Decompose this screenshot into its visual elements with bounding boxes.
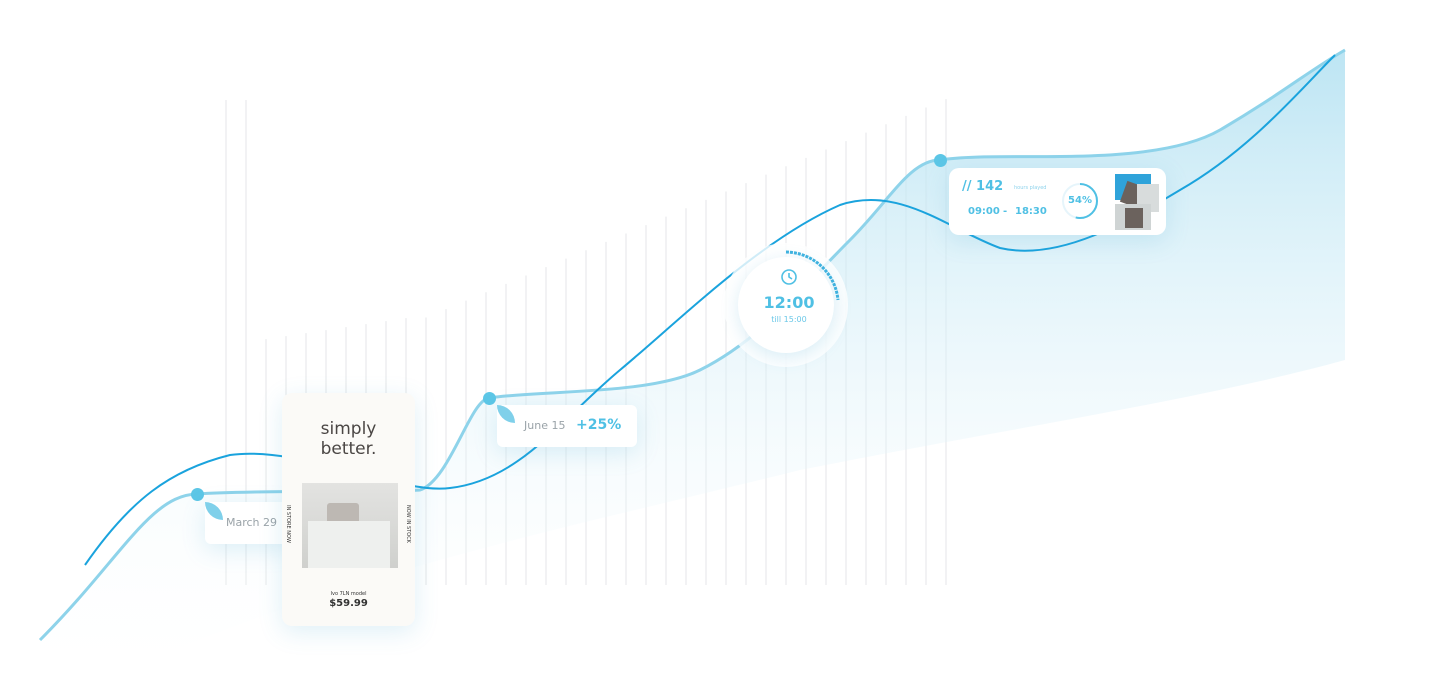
headline-line-2: better. <box>320 439 377 459</box>
product-image <box>302 483 398 568</box>
hours-label: hours played <box>1014 185 1047 191</box>
end-time: 18:30 <box>1015 206 1047 217</box>
toaster-bread <box>327 503 359 525</box>
clock-until: till 15:00 <box>771 315 807 324</box>
product-headline: simply better. <box>282 419 415 459</box>
side-text-right: NOW IN STOCK <box>405 505 411 543</box>
stats-card[interactable]: // 142 hours played 09:00 - 18:30 54% <box>949 168 1166 235</box>
data-point-march[interactable] <box>191 488 204 501</box>
headline-line-1: simply <box>320 419 377 439</box>
product-card[interactable]: simply better. IN STORE NOW NOW IN STOCK… <box>282 393 415 626</box>
march-date: March 29 <box>226 516 278 529</box>
time-separator: - <box>1003 206 1008 217</box>
leaf-icon <box>205 502 223 520</box>
toaster-body <box>308 521 390 568</box>
thumbnail-images <box>1115 174 1159 230</box>
leaf-icon <box>497 405 515 423</box>
progress-label: 54% <box>1068 195 1092 206</box>
june-change: +25% <box>576 417 622 433</box>
growth-band <box>40 50 1345 689</box>
progress-ring-fill <box>1062 183 1098 219</box>
june-card: June 15 +25% <box>497 405 637 447</box>
data-point-june[interactable] <box>483 392 496 405</box>
product-price: $59.99 <box>329 598 368 609</box>
clock-ring <box>724 243 848 367</box>
clock-card: 12:00 till 15:00 <box>724 243 848 367</box>
hours-count: // 142 <box>962 179 1004 194</box>
growth-band-edge <box>38 48 1346 642</box>
side-text-left: IN STORE NOW <box>285 505 291 543</box>
clock-icon <box>781 269 797 285</box>
product-model: Ivo 7LN model <box>330 591 367 597</box>
june-date: June 15 <box>524 419 566 432</box>
progress-ring <box>1062 183 1098 219</box>
clock-time: 12:00 <box>763 293 815 312</box>
march-card: March 29 <box>205 502 295 544</box>
data-point-stats[interactable] <box>934 154 947 167</box>
start-time: 09:00 <box>968 206 1000 217</box>
